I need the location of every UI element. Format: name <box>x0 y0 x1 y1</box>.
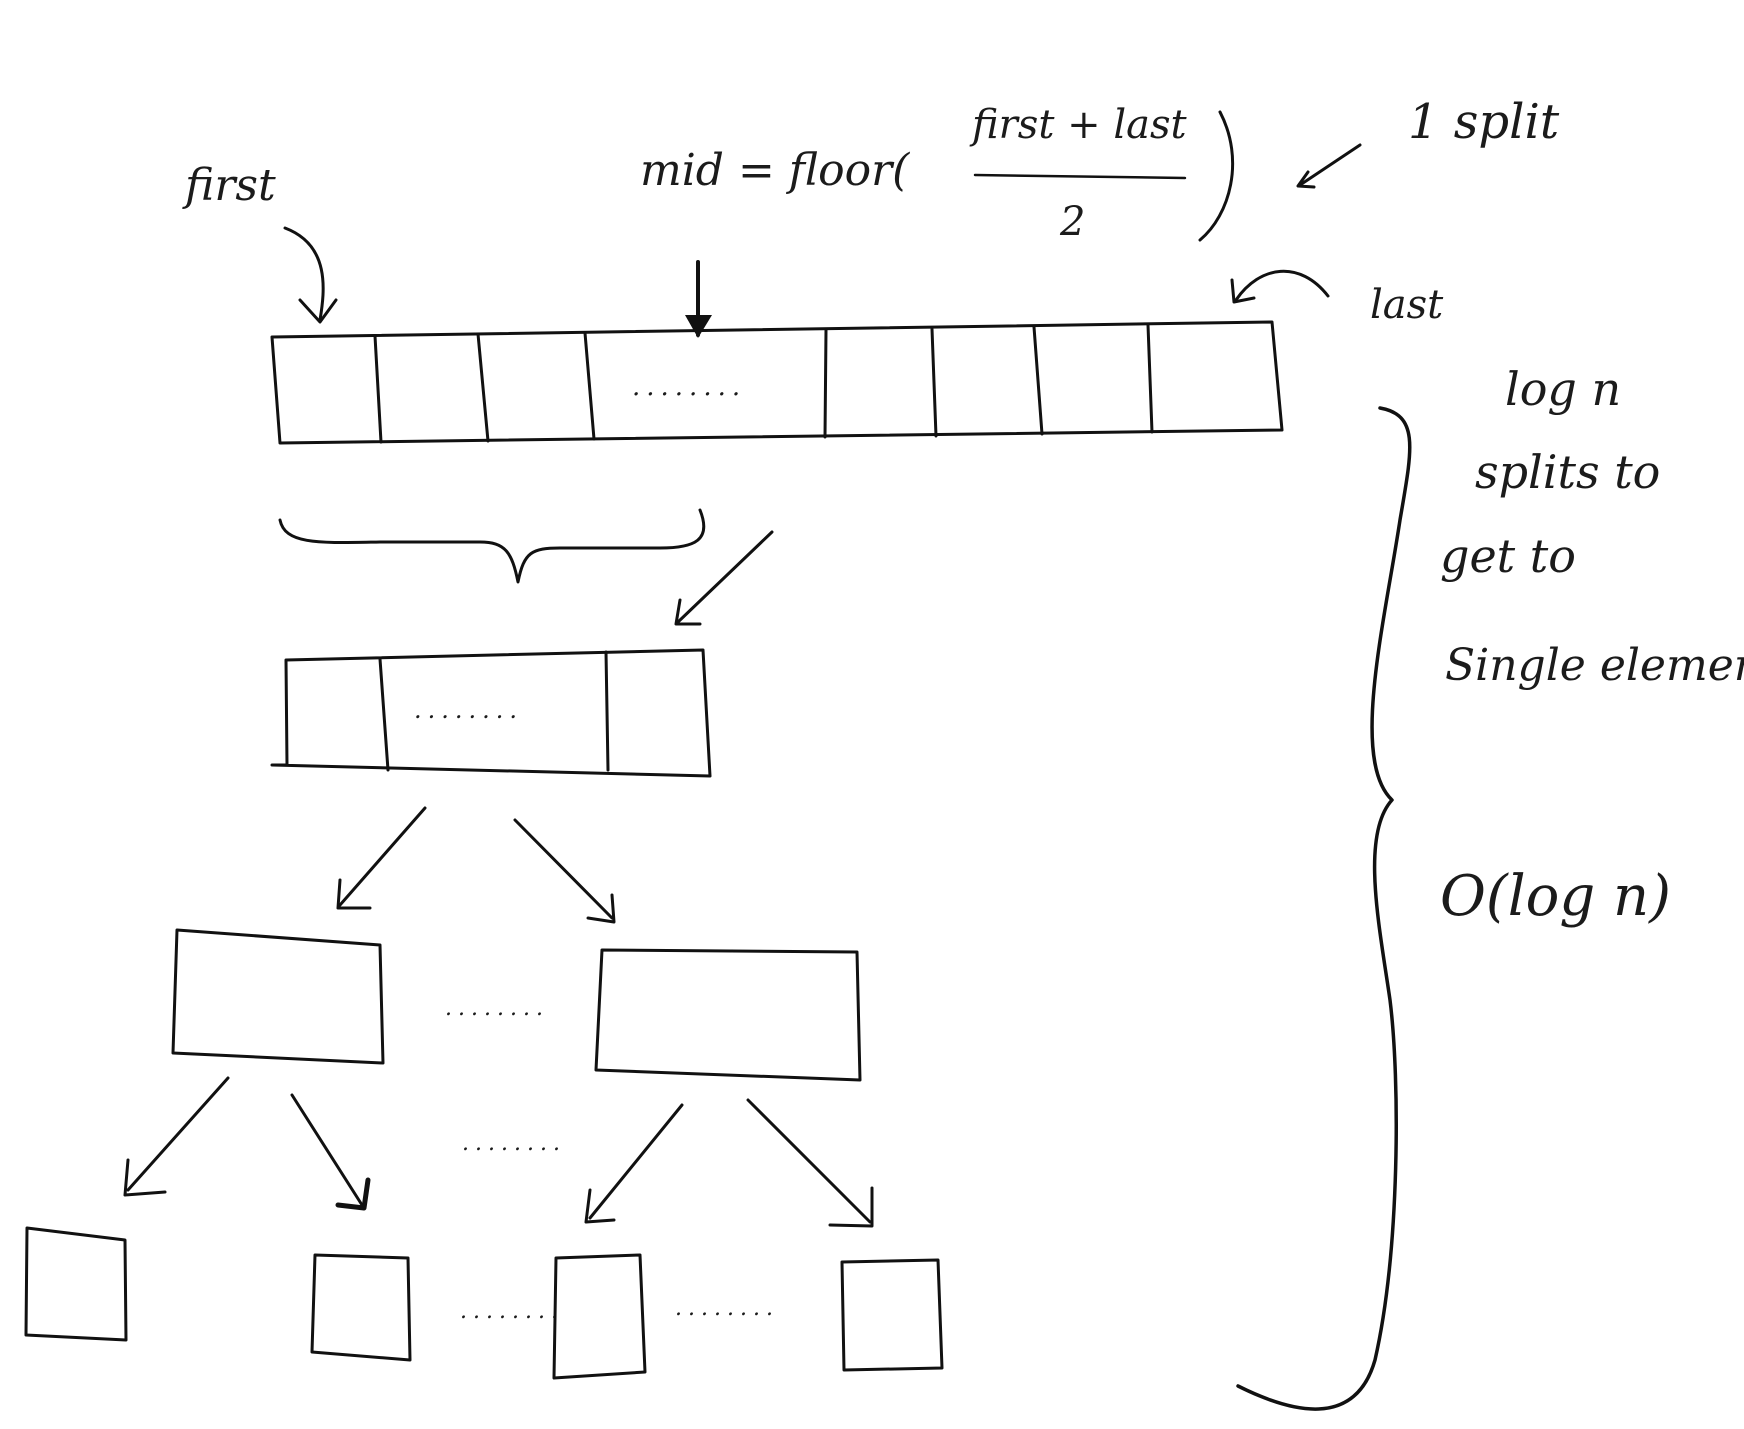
level4-ellipsis-top: ........ <box>462 1131 566 1156</box>
fraction-bar <box>973 173 1187 180</box>
level3-right-box <box>594 948 862 1082</box>
main-array-divider <box>373 334 383 444</box>
arrow-to-one-split-head <box>1296 170 1316 189</box>
main-array-divider <box>583 331 596 441</box>
note-line-4: Single element <box>1445 640 1744 691</box>
sub-array-outline <box>270 648 712 778</box>
height-brace <box>1236 406 1412 1411</box>
leaf-box-2 <box>310 1253 412 1362</box>
close-paren <box>1198 110 1235 242</box>
arrow-l3-left-b-head <box>335 1177 371 1211</box>
arrow-l3-right-b <box>746 1098 872 1224</box>
mid-pointer-arrowhead <box>685 315 712 338</box>
last-pointer-arrow <box>1234 269 1330 302</box>
main-array-ellipsis: ........ <box>632 372 746 402</box>
note-line-2: splits to <box>1475 445 1660 499</box>
sub-array: ........ <box>270 648 712 778</box>
first-label: first <box>182 160 276 211</box>
level3-left-box <box>171 928 385 1065</box>
arrow-left-branch <box>338 806 427 907</box>
main-array-divider <box>1146 323 1154 434</box>
arrow-right-branch <box>513 818 614 920</box>
leaf-box-4 <box>840 1258 944 1372</box>
main-array-divider <box>476 332 490 443</box>
arrow-l3-right-a <box>588 1103 684 1220</box>
big-o-label: O(log n) <box>1440 864 1671 929</box>
arrow-left-branch-head <box>336 878 372 910</box>
mid-formula-label: mid = floor( <box>640 145 910 196</box>
arrow-to-subarray <box>676 530 774 624</box>
arrow-to-subarray-head <box>674 598 702 626</box>
main-array-divider <box>930 327 938 438</box>
formula-numerator: first + last <box>969 102 1188 148</box>
arrow-to-one-split <box>1298 143 1362 187</box>
level4-ellipsis-left: ........ <box>460 1299 564 1324</box>
leaf-box-3 <box>552 1253 647 1380</box>
first-pointer-arrowhead <box>298 298 338 324</box>
formula-denominator: 2 <box>1059 199 1085 245</box>
arrow-l3-left-a-head <box>123 1158 167 1197</box>
note-line-1: log n <box>1505 362 1621 416</box>
main-array-outline <box>270 320 1284 445</box>
first-pointer-arrow <box>283 226 325 322</box>
last-label: last <box>1370 282 1444 328</box>
last-pointer-arrowhead <box>1230 278 1256 304</box>
arrow-l3-right-b-head <box>828 1186 874 1228</box>
leaf-box-1 <box>24 1226 128 1342</box>
arrow-l3-left-a <box>126 1076 230 1192</box>
main-array: ........ <box>270 320 1284 445</box>
left-half-brace <box>278 508 706 584</box>
main-array-divider <box>823 328 828 439</box>
level3-ellipsis: ........ <box>445 996 549 1021</box>
main-array-divider <box>1032 325 1044 436</box>
sub-array-divider <box>378 657 390 772</box>
arrow-right-branch-head <box>586 893 616 924</box>
arrow-l3-left-b <box>290 1093 364 1207</box>
one-split-label: 1 split <box>1408 94 1560 150</box>
sub-array-ellipsis: ........ <box>414 696 523 724</box>
note-line-3: get to <box>1440 529 1576 583</box>
level4-ellipsis-right: ........ <box>675 1296 779 1321</box>
sub-array-divider <box>604 650 610 772</box>
arrow-l3-right-a-head <box>584 1188 616 1224</box>
